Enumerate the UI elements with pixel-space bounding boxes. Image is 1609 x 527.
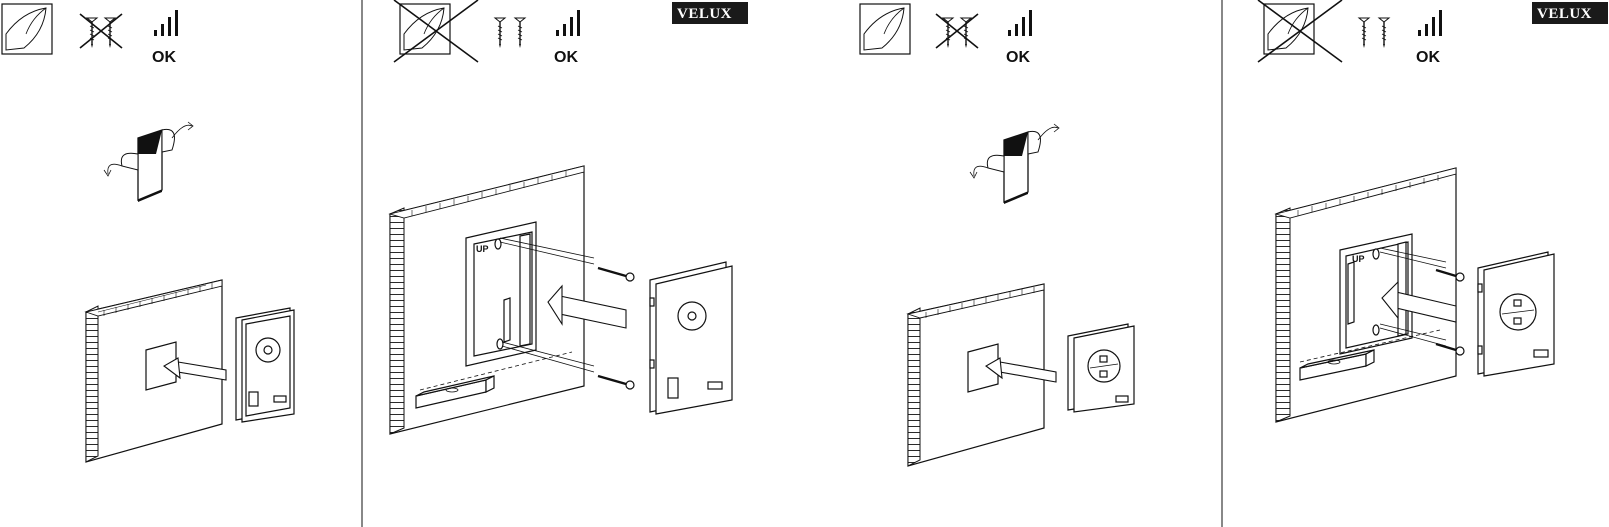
svg-text:VELUX: VELUX: [677, 6, 732, 22]
signal-ok-label: OK: [1006, 49, 1030, 66]
no-adhesive-icon: [1258, 0, 1342, 62]
peel-adhesive-step: [104, 122, 193, 202]
no-adhesive-icon: [394, 0, 478, 62]
screw-lower: [598, 376, 634, 389]
smart-lock-switch: [1068, 324, 1134, 412]
adhesive-pad-icon: [860, 4, 910, 54]
signal-strength-icon: [556, 10, 580, 36]
signal-strength-icon: [154, 10, 178, 36]
remote-control: [236, 308, 294, 422]
peel-adhesive-step: [970, 124, 1059, 204]
signal-ok-label: OK: [1416, 49, 1440, 66]
adhesive-pad-icon: [2, 4, 52, 54]
panel-2: OK VELUX UP: [390, 0, 748, 434]
velux-logo: VELUX: [1532, 2, 1608, 24]
velux-logo: VELUX: [672, 2, 748, 24]
svg-text:VELUX: VELUX: [1537, 6, 1592, 22]
signal-strength-icon: [1418, 10, 1442, 36]
signal-ok-label: OK: [152, 49, 176, 66]
no-screws-icon: [80, 14, 122, 48]
up-marker: UP: [1352, 254, 1365, 264]
remote-control: [650, 262, 732, 414]
signal-ok-label: OK: [554, 49, 578, 66]
panel-1: OK: [2, 4, 294, 462]
panel-3: OK: [860, 4, 1134, 466]
screws-icon: [1359, 18, 1389, 48]
signal-strength-icon: [1008, 10, 1032, 36]
screws-icon: [495, 18, 525, 48]
up-marker: UP: [476, 244, 489, 254]
no-screws-icon: [936, 14, 978, 48]
smart-lock-switch: [1478, 252, 1554, 376]
panel-4: OK VELUX UP: [1258, 0, 1608, 422]
screw-upper: [598, 268, 634, 281]
